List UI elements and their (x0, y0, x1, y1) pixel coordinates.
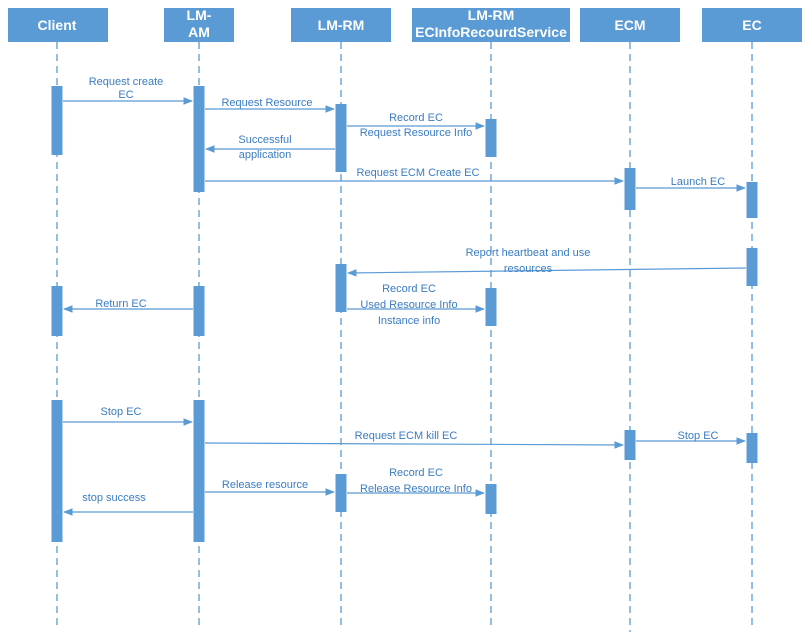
message-label: Stop EC (678, 430, 719, 442)
message-label: Instance info (378, 315, 440, 327)
client-activation-1 (51, 86, 63, 155)
message-label: EC (118, 89, 133, 101)
message-arrow (204, 441, 624, 449)
actor-label: LM- (187, 7, 212, 23)
lm-rm-activation-3 (335, 474, 347, 512)
actor-label: ECM (614, 17, 645, 33)
actor-box (164, 8, 234, 42)
message-label: resources (504, 263, 553, 275)
message-stop-ec-request: Stop EC (63, 406, 193, 426)
ecm-activation-2 (624, 430, 636, 460)
ecinfo-activation-1 (485, 119, 497, 157)
message-label: stop success (82, 492, 146, 504)
message-label: Record EC (389, 112, 443, 124)
ec-activation-2 (746, 248, 758, 286)
actor-box (580, 8, 680, 42)
message-label: Release resource (222, 479, 308, 491)
client-activation-3 (51, 400, 63, 542)
message-stop-ec: Stop EC (636, 430, 746, 445)
message-label: Request ECM kill EC (355, 430, 458, 442)
ecm-activation-1 (624, 168, 636, 210)
message-label: Successful (238, 134, 291, 146)
lm-rm-activation-1 (335, 104, 347, 172)
message-return-ec: Return EC (63, 298, 193, 313)
message-stop-success: stop success (63, 492, 193, 516)
message-request-ecm-kill-ec: Request ECM kill EC (204, 430, 624, 449)
lm-am-activation-1 (193, 86, 205, 192)
ecinfo-activation-3 (485, 484, 497, 514)
actor-client[interactable]: Client (8, 8, 108, 42)
actor-label: AM (188, 24, 210, 40)
message-request-ecm-create-ec: Request ECM Create EC (205, 167, 624, 185)
lm-am-activation-2 (193, 286, 205, 336)
actor-ecm[interactable]: ECM (580, 8, 680, 42)
ecinfo-activation-2 (485, 288, 497, 326)
actor-lm-am[interactable]: LM-AM (164, 7, 234, 42)
message-successful-application: Successful application (205, 134, 335, 161)
actor-label: LM-RM (468, 7, 515, 23)
message-label: Report heartbeat and use (466, 247, 591, 259)
message-release-resource: Release resource (205, 479, 335, 496)
actor-box (291, 8, 391, 42)
lm-rm-activation-2 (335, 264, 347, 312)
actor-box (702, 8, 802, 42)
client-activation-2 (51, 286, 63, 336)
message-report-heartbeat: Report heartbeat and use resources (347, 247, 747, 277)
lm-am-activation-3 (193, 400, 205, 542)
message-label: Release Resource Info (360, 483, 472, 495)
actor-lm-rm[interactable]: LM-RM (291, 8, 391, 42)
message-record-ec-request-info: Record EC Request Resource Info (347, 112, 485, 139)
actor-label: ECInfoRecourdService (415, 24, 567, 40)
message-label: application (239, 149, 292, 161)
actor-box (412, 8, 570, 42)
message-label: Record EC (389, 467, 443, 479)
message-request-resource: Request Resource (205, 97, 335, 113)
ec-activation-3 (746, 433, 758, 463)
message-label: Request Resource (221, 97, 312, 109)
message-launch-ec: Launch EC (636, 176, 746, 192)
ec-activation-1 (746, 182, 758, 218)
actor-label: LM-RM (318, 17, 365, 33)
message-label: Used Resource Info (360, 299, 457, 311)
message-label: Request ECM Create EC (357, 167, 480, 179)
message-label: Request Resource Info (360, 127, 473, 139)
actor-label: EC (742, 17, 761, 33)
message-label: Return EC (95, 298, 146, 310)
actor-box (8, 8, 108, 42)
message-label: Request create (89, 76, 164, 88)
message-label: Launch EC (671, 176, 725, 188)
message-label: Stop EC (101, 406, 142, 418)
actor-ec[interactable]: EC (702, 8, 802, 42)
actor-label: Client (38, 17, 77, 33)
message-label: Record EC (382, 283, 436, 295)
message-arrow (347, 267, 747, 277)
message-record-ec-release-info: Record EC Release Resource Info (347, 467, 485, 497)
